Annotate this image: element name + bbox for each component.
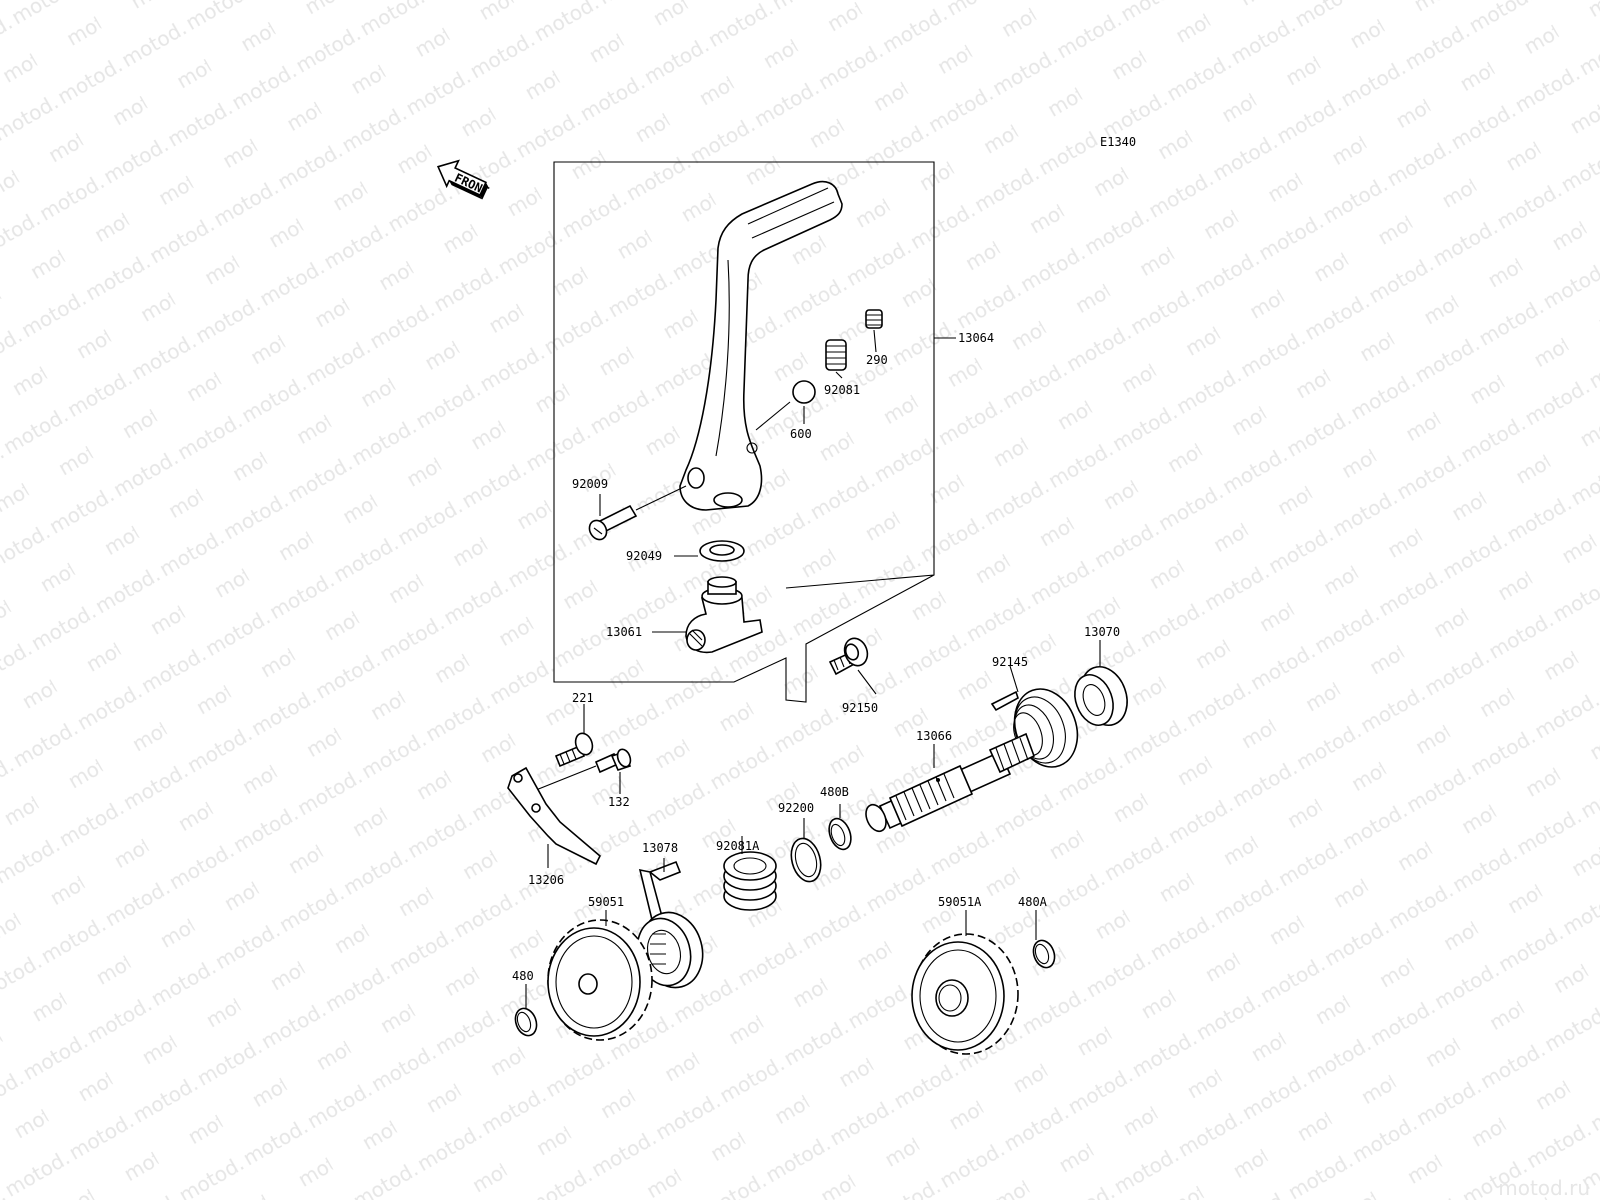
label-132: 132 [608, 795, 630, 809]
label-13061: 13061 [606, 625, 642, 639]
bolt-132 [594, 748, 632, 774]
ball-600 [792, 380, 816, 404]
label-600: 600 [790, 427, 812, 441]
label-59051A: 59051A [938, 895, 982, 909]
gear-59051A [911, 933, 1019, 1055]
circlip-480B [828, 817, 852, 851]
kick-pedal-lever [679, 180, 843, 511]
label-92145: 92145 [992, 655, 1028, 669]
watermark-text: motod.ru [1498, 1176, 1590, 1200]
label-480: 480 [512, 969, 534, 983]
kick-pedal-shaft-13061 [685, 576, 763, 654]
assembly-frame [553, 161, 935, 703]
label-480A: 480A [1018, 895, 1048, 909]
label-13206: 13206 [528, 873, 564, 887]
label-13070: 13070 [1084, 625, 1120, 639]
spring-290 [865, 309, 883, 353]
gear-59051 [547, 919, 653, 1041]
label-290: 290 [866, 353, 888, 367]
label-92150: 92150 [842, 701, 878, 715]
bolt-92150 [828, 637, 869, 676]
label-480B: 480B [820, 785, 849, 799]
washer-92200 [790, 837, 822, 883]
label-92200: 92200 [778, 801, 814, 815]
label-92009: 92009 [572, 477, 608, 491]
circlip-480 [514, 1007, 538, 1037]
plate-13206 [507, 766, 601, 866]
diagram-code: E1340 [1100, 135, 1136, 149]
bolt-92009 [588, 504, 638, 541]
bolt-221 [554, 732, 594, 768]
spring-92081A [723, 851, 777, 911]
label-221: 221 [572, 691, 594, 705]
label-13066: 13066 [916, 729, 952, 743]
label-92081: 92081 [824, 383, 860, 397]
label-13078: 13078 [642, 841, 678, 855]
spring-92081 [825, 339, 847, 379]
label-59051: 59051 [588, 895, 624, 909]
circlip-480A [1032, 939, 1056, 969]
label-92049: 92049 [626, 549, 662, 563]
kick-shaft-13066 [865, 732, 1036, 833]
seal-92049 [699, 540, 745, 562]
label-92081A: 92081A [716, 839, 760, 853]
label-13064: 13064 [958, 331, 994, 345]
guide-13070 [1074, 666, 1128, 726]
